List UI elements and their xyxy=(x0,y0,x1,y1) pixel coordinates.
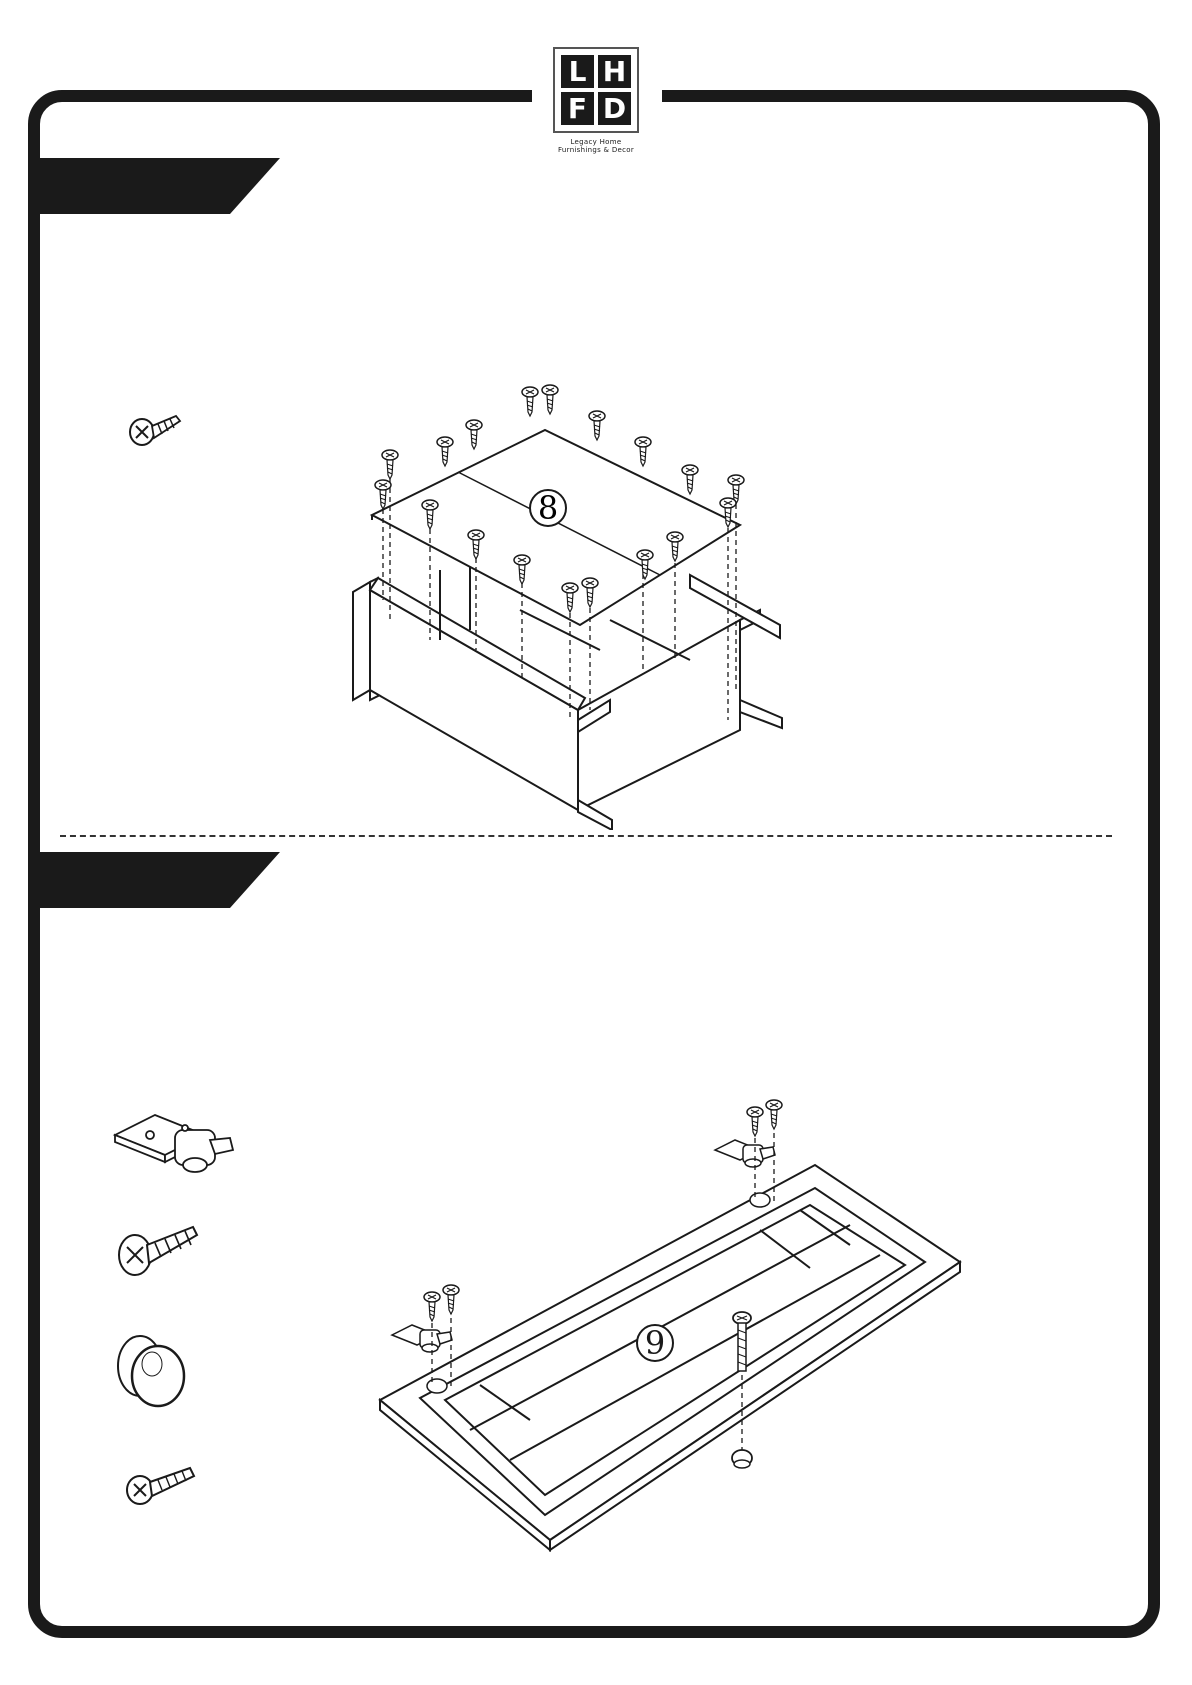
hinge-icon xyxy=(115,1115,233,1172)
part-number-9: 9 xyxy=(645,1324,665,1362)
hinge-right xyxy=(715,1140,775,1167)
knob-icon xyxy=(118,1336,184,1406)
door-panel-part-9: 9 xyxy=(380,1165,960,1550)
knob xyxy=(732,1450,752,1468)
hinge-left xyxy=(392,1325,452,1352)
hinge-screw-icon xyxy=(119,1227,197,1275)
knob-bolt-icon xyxy=(127,1468,194,1504)
